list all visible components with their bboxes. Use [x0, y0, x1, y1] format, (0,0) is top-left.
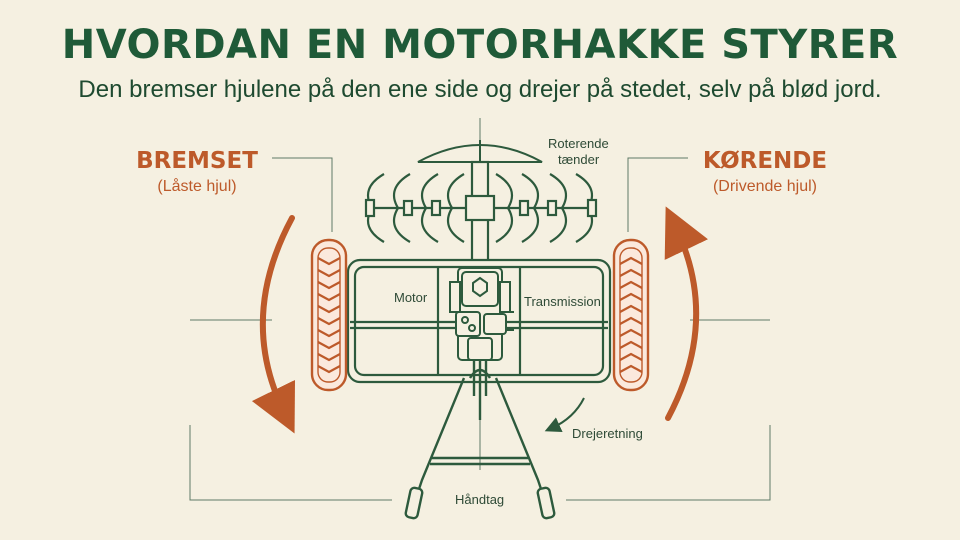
turn-direction-label: Drejeretning [572, 426, 643, 441]
left-wheel [310, 238, 348, 392]
guide-lines [189, 118, 771, 501]
tines-label: Roterende tænder [548, 136, 609, 168]
page-subtitle: Den bremser hjulene på den ene side og d… [78, 76, 882, 103]
engine-block [449, 267, 514, 361]
braked-arrow [251, 215, 296, 434]
rotating-tines [364, 173, 598, 243]
braked-title: BREMSET [136, 148, 258, 174]
right-wheel [612, 238, 650, 392]
driving-subtitle: (Drivende hjul) [712, 178, 818, 195]
turn-direction-arrow [544, 397, 585, 432]
tines-label-line1: Roterende [548, 136, 609, 151]
transmission-label: Transmission [524, 294, 601, 309]
driving-title: KØRENDE [702, 148, 828, 174]
handle-label: Håndtag [455, 492, 505, 507]
driving-arrow [664, 206, 709, 421]
tine-shield [417, 140, 543, 163]
drive-column [464, 160, 496, 274]
tines-label-line2: tænder [558, 152, 600, 167]
motor-label: Motor [394, 290, 428, 305]
braked-subtitle: (Låste hjul) [157, 178, 237, 195]
handle [404, 360, 556, 520]
page-title: HVORDAN EN MOTORHAKKE STYRER [61, 22, 899, 68]
braked-wheel-label: BREMSET (Låste hjul) [112, 148, 282, 196]
driving-wheel-label: KØRENDE (Drivende hjul) [680, 148, 850, 196]
